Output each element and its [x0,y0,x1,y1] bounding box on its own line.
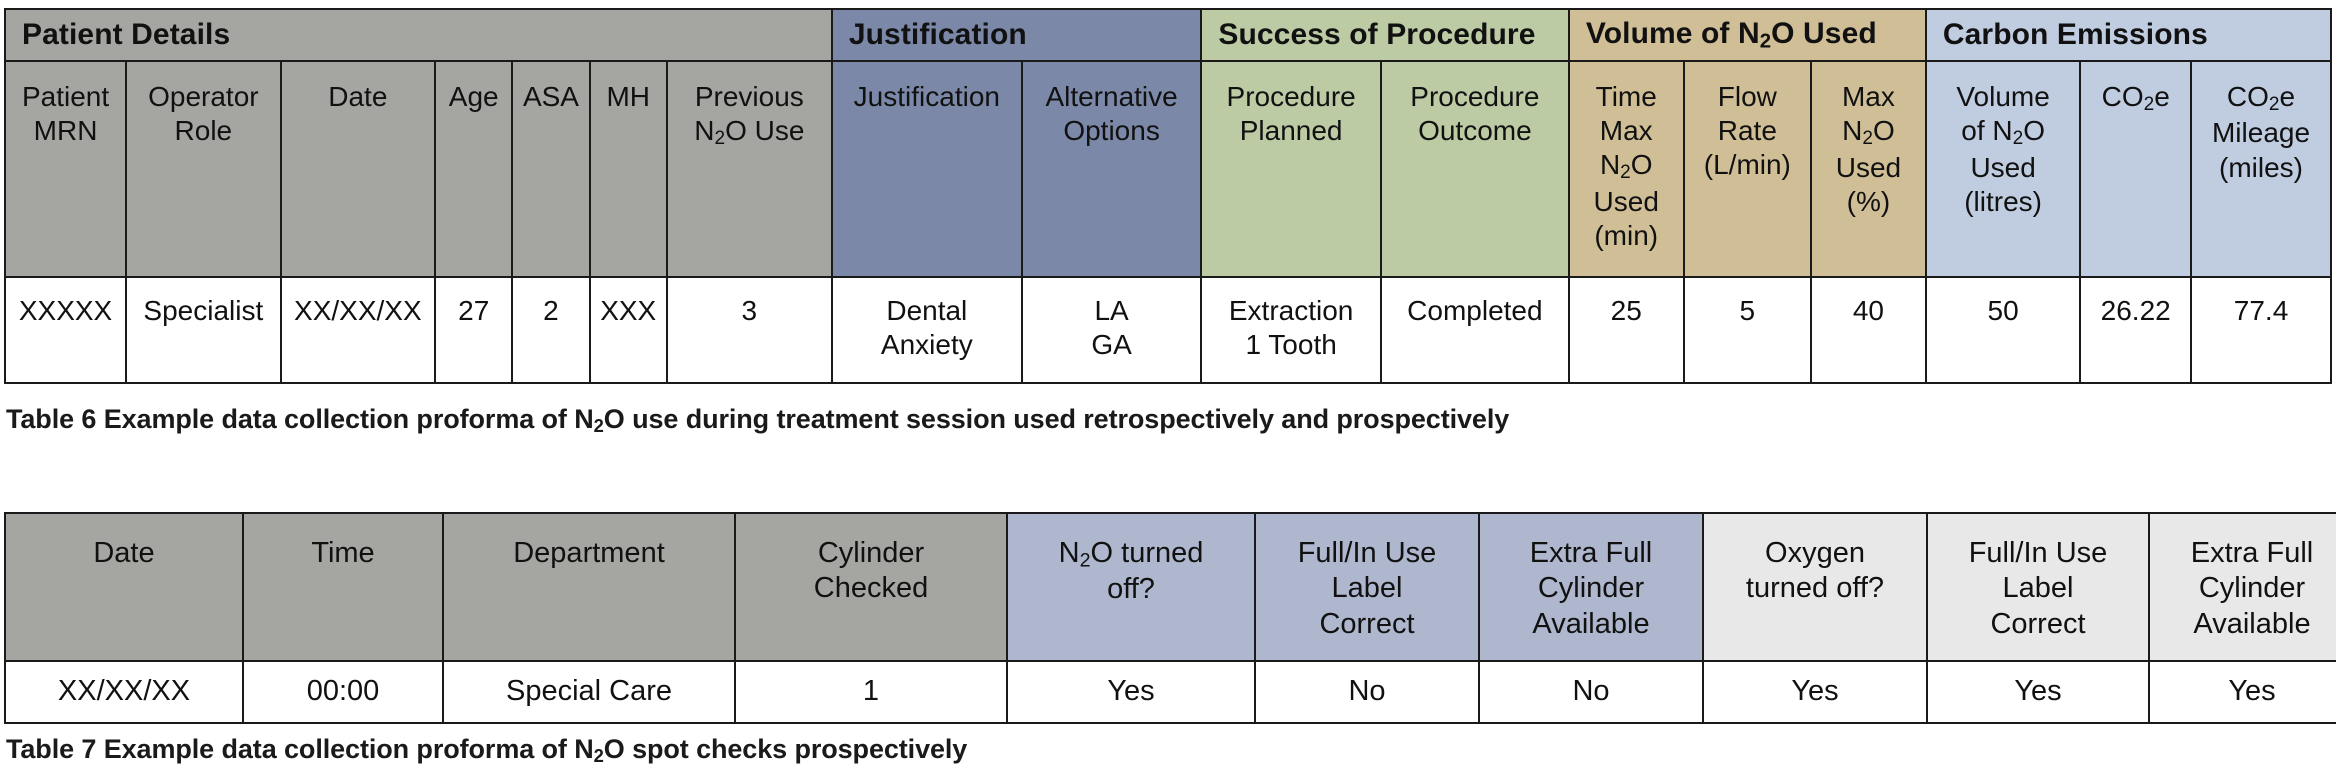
cell-flow-rate: 5 [1682,276,1813,384]
table-7-body: XX/XX/XX 00:00 Special Care 1 Yes No No … [4,660,2336,724]
cell-operator-role: Specialist [125,276,282,384]
cell-oxygen-turned-off: Yes [1702,660,1928,724]
cell-asa: 2 [511,276,591,384]
cell-max-n2o-used-pct: 40 [1810,276,1927,384]
table-6-head: Patient Details Justification Success of… [3,8,2333,278]
cell-co2e-mileage: 77.4 [2190,276,2332,384]
cell-n2o-turned-off: Yes [1006,660,1256,724]
cell-patient-mrn: XXXXX [3,276,128,384]
cell-time-max-n2o-used: 25 [1567,276,1685,384]
cell-n2o-extra-cylinder: No [1478,660,1704,724]
table-7-caption: Table 7 Example data collection proforma… [6,734,968,767]
cell-mh: XXX [588,276,668,384]
table-6-container: Patient Details Justification Success of… [3,8,2333,384]
table-6-body: XXXXX Specialist XX/XX/XX 27 2 XXX 3 Den… [3,276,2332,384]
group-header-justification: Justification [830,8,1203,62]
cell-volume-of-n2o-used-litres: 50 [1924,276,2082,384]
table-6: Patient Details Justification Success of… [3,8,2333,384]
col-header-date: Date [279,60,437,278]
group-header-carbon-emissions: Carbon Emissions [1924,8,2333,62]
cell-co2e: 26.22 [2079,276,2193,384]
table-row: XX/XX/XX 00:00 Special Care 1 Yes No No … [4,660,2336,724]
col-header-age: Age [434,60,514,278]
cell-procedure-outcome: Completed [1379,276,1570,384]
col-header-date: Date [4,512,244,662]
col-header-justification: Justification [830,60,1023,278]
table-6-caption: Table 6 Example data collection proforma… [6,404,1510,437]
cell-age: 27 [434,276,514,384]
group-header-volume-of-n2o-used: Volume of N2O Used [1567,8,1927,62]
cell-oxygen-label-correct: Yes [1926,660,2150,724]
table-row: XXXXX Specialist XX/XX/XX 27 2 XXX 3 Den… [3,276,2332,384]
group-header-success-of-procedure: Success of Procedure [1200,8,1570,62]
group-header-patient-details: Patient Details [4,8,833,62]
cell-date: XX/XX/XX [279,276,437,384]
col-header-co2e: CO2e [2079,60,2193,278]
col-header-asa: ASA [511,60,591,278]
table-6-group-header-row: Patient Details Justification Success of… [4,8,2333,62]
cell-date: XX/XX/XX [4,660,244,724]
cell-cylinder-checked: 1 [734,660,1008,724]
cell-department: Special Care [442,660,736,724]
col-header-time: Time [242,512,444,662]
col-header-mh: MH [588,60,668,278]
cell-time: 00:00 [242,660,444,724]
cell-previous-n2o-use: 3 [665,276,833,384]
col-header-department: Department [442,512,736,662]
cell-oxygen-extra-cylinder: Yes [2148,660,2336,724]
cell-n2o-label-correct: No [1254,660,1480,724]
